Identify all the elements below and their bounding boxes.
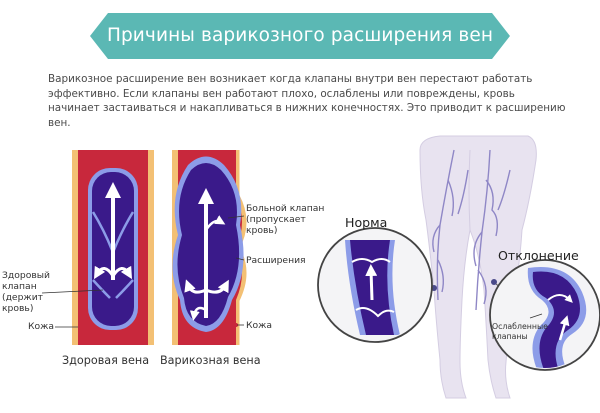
label-skin-left: Кожа: [28, 321, 55, 332]
healthy-vein-diagram: [41, 150, 154, 345]
zoom-norm-title: Норма: [345, 215, 388, 230]
banner-shape: [90, 13, 510, 59]
intro-text: Варикозное расширение вен возникает когд…: [48, 73, 566, 129]
label-healthy-valve: Здоровый клапан (держит кровь): [2, 270, 50, 314]
varicose-vein-diagram: [172, 150, 247, 345]
zoom-norm: [317, 227, 437, 343]
skin-strip-left: [72, 150, 80, 345]
zoom-deviation-title: Отклонение: [498, 248, 579, 263]
zoom-deviation: [489, 259, 600, 371]
label-weak-valves: Ослабленные клапаны: [492, 322, 548, 341]
label-sick-valve: Больной клапан (пропускает кровь): [246, 203, 325, 236]
caption-varicose-vein: Варикозная вена: [160, 354, 261, 367]
title-banner: Причины варикозного расширения вен: [90, 13, 510, 59]
skin-strip-right: [146, 150, 154, 345]
label-dilation: Расширения: [246, 255, 306, 266]
label-skin-right: Кожа: [246, 320, 273, 331]
caption-healthy-vein: Здоровая вена: [62, 354, 150, 367]
page-title: Причины варикозного расширения вен: [106, 25, 494, 46]
